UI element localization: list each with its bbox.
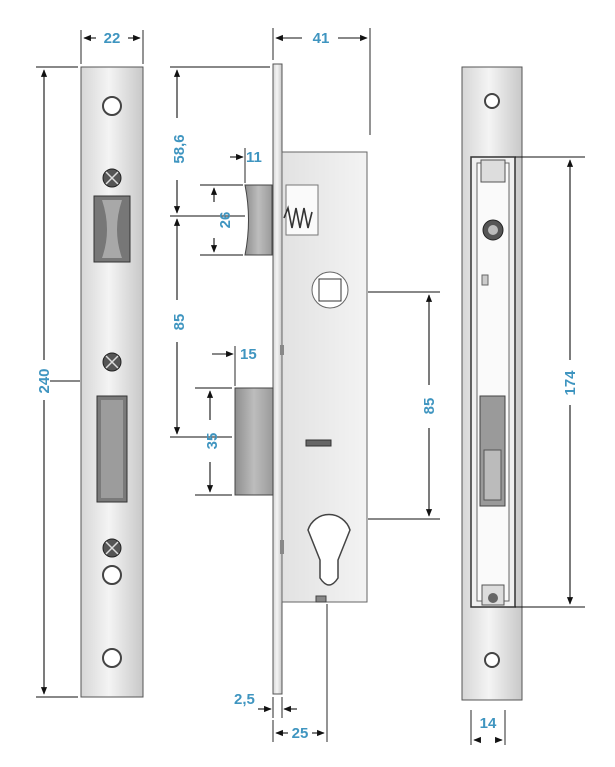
dimension-strike-width: 14 — [470, 710, 506, 745]
front-plate — [272, 63, 283, 695]
dimension-latch-to-bolt: 85 — [170, 218, 232, 438]
dead-bolt — [234, 387, 274, 496]
dim-label-26: 26 — [217, 212, 234, 229]
dimension-bolt-height: 35 — [195, 387, 232, 496]
dimension-center-distance: 85 — [368, 291, 440, 520]
dimension-plate-thickness: 2,5 — [234, 691, 297, 718]
dimension-strike-height: 174 — [515, 156, 585, 608]
dimension-backset: 41 — [272, 28, 371, 135]
cylinder-profile — [307, 513, 351, 586]
dim-label-11: 11 — [246, 149, 262, 166]
dim-label-14: 14 — [480, 715, 497, 732]
follower-square — [318, 278, 342, 302]
dimension-faceplate-height: 240 — [36, 66, 80, 698]
dim-label-174: 174 — [562, 370, 579, 396]
dimension-latch-height: 26 — [200, 184, 243, 256]
dim-label-15: 15 — [240, 346, 257, 363]
dim-label-22: 22 — [104, 30, 121, 47]
dim-label-41: 41 — [313, 30, 330, 47]
dimension-bolt-projection: 15 — [212, 346, 257, 386]
dim-label-58-6: 58,6 — [171, 134, 188, 163]
lock-side-view — [234, 63, 368, 695]
latch-bolt — [244, 184, 273, 256]
dim-label-85-left: 85 — [171, 314, 188, 331]
screw-hole-top — [102, 96, 122, 116]
dimension-cylinder-offset: 25 — [272, 604, 328, 742]
dimension-latch-offset: 58,6 — [170, 66, 270, 217]
dimension-latch-projection: 11 — [230, 148, 262, 183]
strike-plate-view — [461, 66, 523, 701]
latch-spring — [283, 205, 313, 229]
dim-label-240: 240 — [36, 368, 53, 393]
dim-label-85-right: 85 — [421, 398, 438, 415]
dimension-faceplate-width: 22 — [80, 30, 144, 64]
faceplate-front-view — [80, 66, 144, 698]
dim-label-35: 35 — [204, 433, 221, 450]
screw-hole-bottom — [102, 648, 122, 668]
dim-label-2-5: 2,5 — [234, 691, 255, 708]
dim-label-25: 25 — [292, 725, 309, 742]
